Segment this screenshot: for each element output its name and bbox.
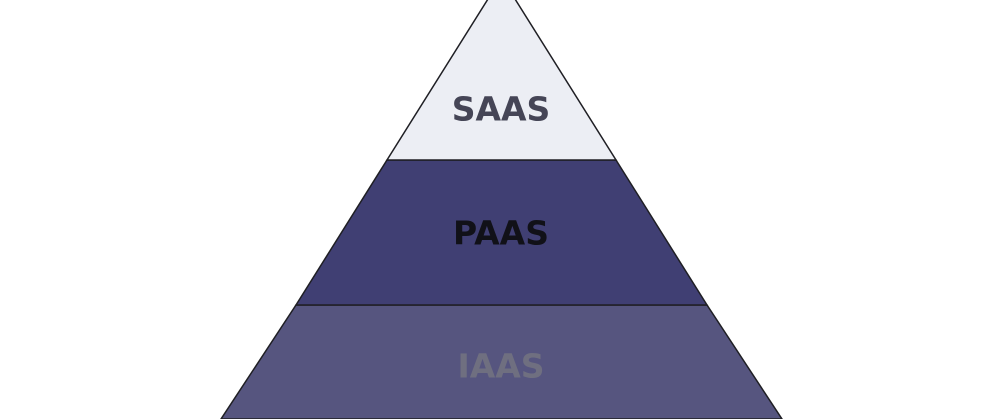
pyramid-layer-saas <box>385 0 618 161</box>
iaas-label: IAAS <box>457 347 544 386</box>
saas-label: SAAS <box>452 90 551 129</box>
paas-label: PAAS <box>453 214 549 253</box>
